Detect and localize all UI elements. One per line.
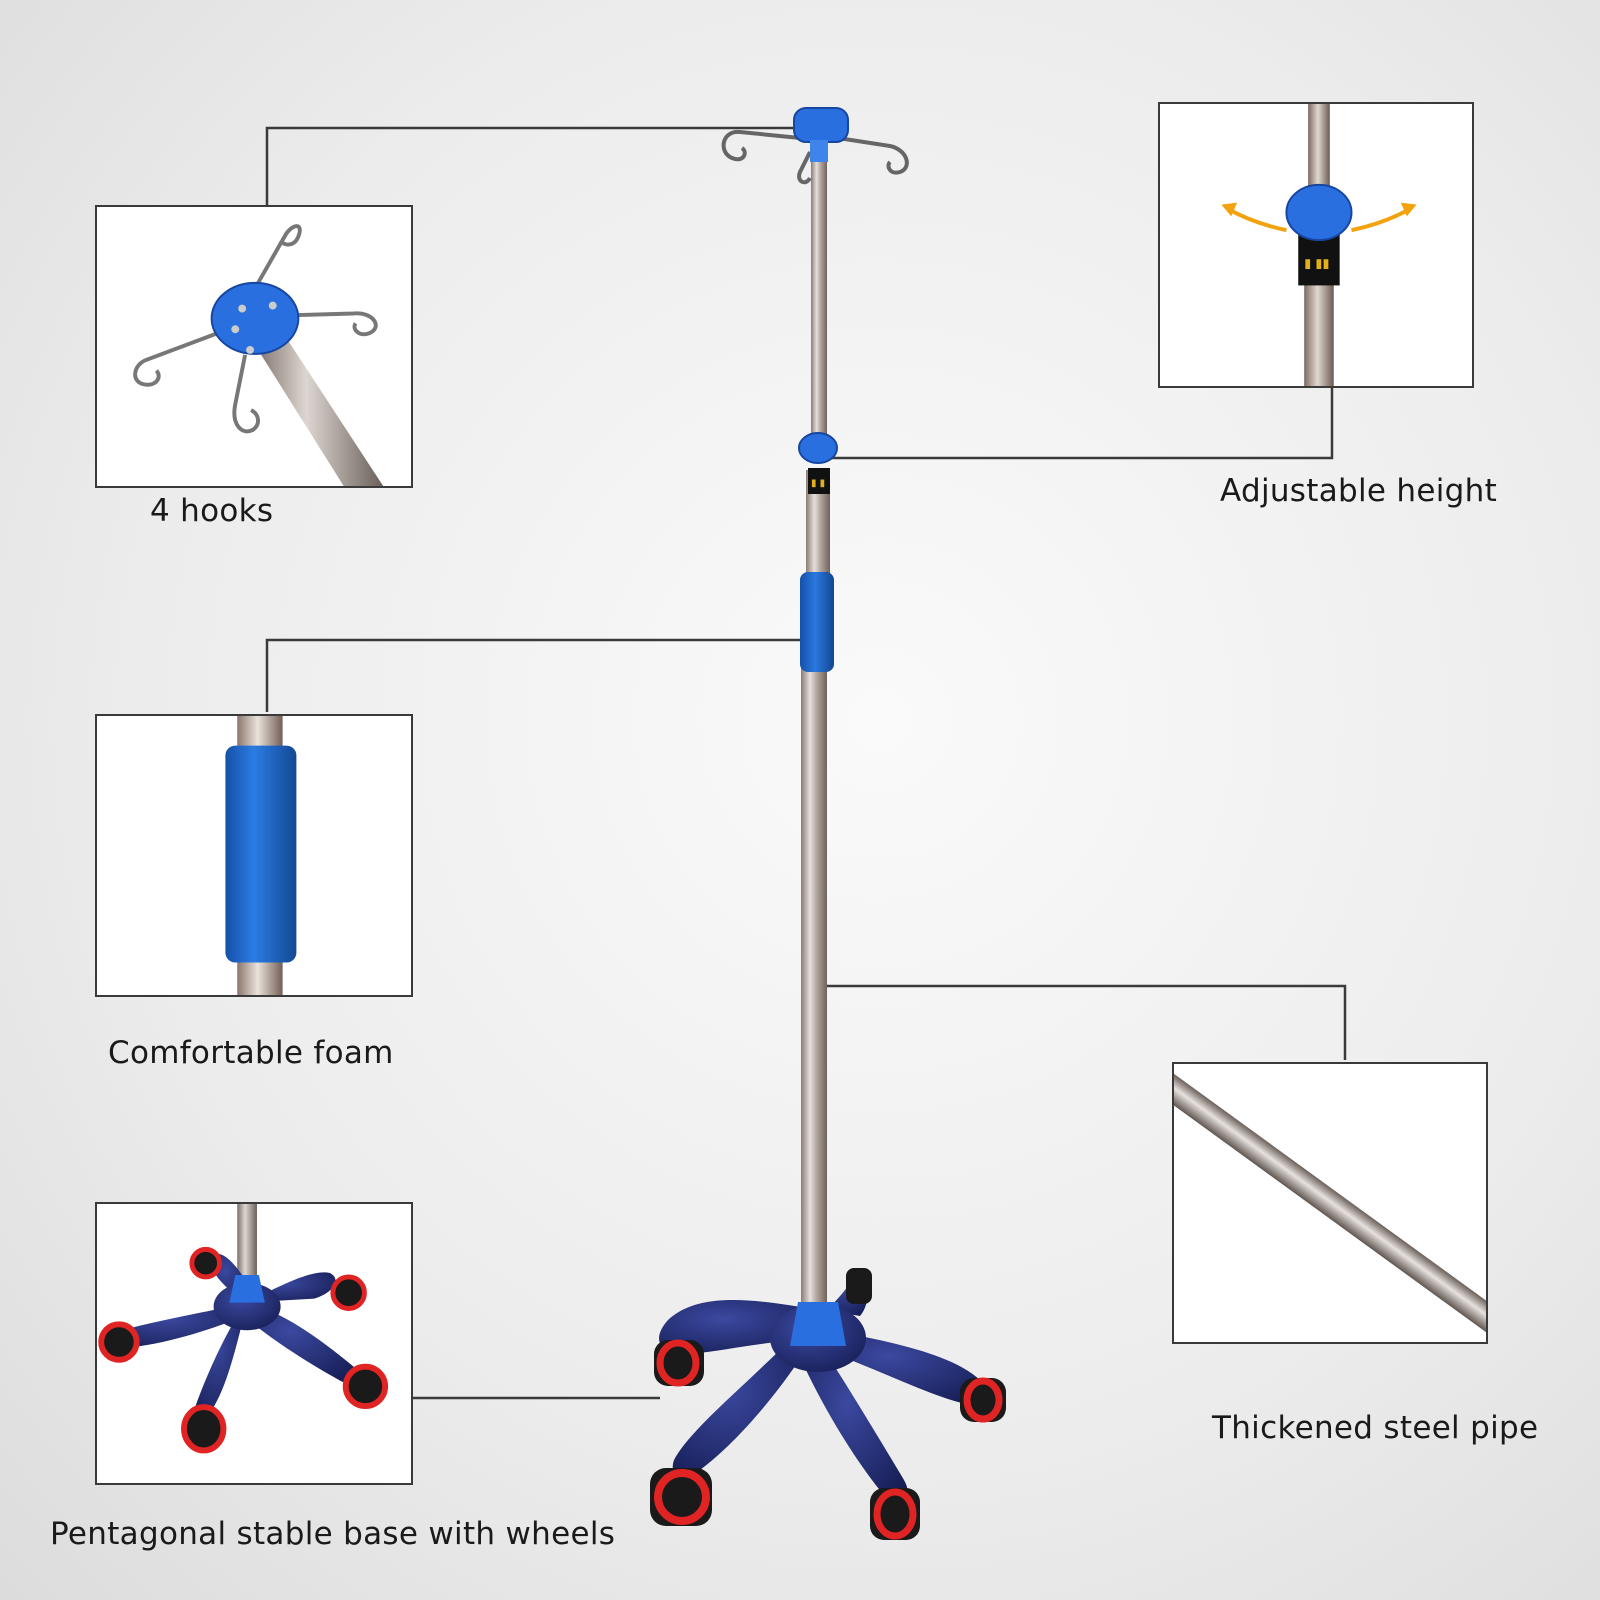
height-adjust-knob	[798, 432, 838, 464]
height-caption: Adjustable height	[1220, 473, 1498, 509]
wheel-back-left	[654, 1339, 704, 1387]
base-detail-panel	[95, 1202, 413, 1485]
foam-grip	[800, 572, 834, 672]
hooks-closeup-image	[133, 224, 384, 486]
hook-hub	[793, 107, 849, 143]
foam-caption: Comfortable foam	[108, 1035, 394, 1071]
upper-tube	[811, 150, 827, 450]
hooks-leader-line	[265, 126, 795, 205]
pipe-closeup-image	[1174, 1064, 1486, 1342]
rotation-arrow-left	[1226, 206, 1287, 233]
hook-front	[797, 151, 812, 185]
svg-text:▮ ▮: ▮ ▮	[811, 478, 825, 489]
base-wheels-closeup	[98, 1246, 389, 1454]
hook-left	[721, 129, 801, 162]
svg-text:▮ ▮▮: ▮ ▮▮	[1304, 257, 1329, 272]
foam-closeup-image	[225, 716, 297, 995]
pipe-caption: Thickened steel pipe	[1212, 1410, 1539, 1446]
foam-leader-line	[265, 638, 805, 712]
base-caption: Pentagonal stable base with wheels	[50, 1516, 616, 1552]
hub-neck	[810, 140, 828, 162]
base-wheels	[650, 1268, 1006, 1540]
lower-tube	[801, 660, 827, 1310]
hooks-caption: 4 hooks	[150, 493, 274, 529]
height-knob-collar	[808, 468, 830, 494]
base-hub-closeup	[229, 1274, 265, 1303]
hooks-detail-panel	[95, 205, 413, 488]
wheel-back-right	[846, 1268, 872, 1304]
steel-pipe-closeup	[1174, 1064, 1486, 1342]
pentagonal-base	[659, 1269, 988, 1504]
wheel-right	[960, 1377, 1006, 1423]
pipe-detail-panel	[1172, 1062, 1488, 1344]
pipe-leader-line	[820, 984, 1347, 1060]
wheel-front	[870, 1488, 920, 1540]
base-closeup-image	[98, 1204, 389, 1454]
foam-sleeve-closeup	[225, 745, 297, 963]
wheel-front-left	[650, 1468, 712, 1526]
hook-right	[837, 136, 909, 175]
rotation-arrow-right	[1351, 206, 1412, 233]
knob-closeup	[1285, 183, 1353, 242]
foam-detail-panel	[95, 714, 413, 997]
height-leader-line	[815, 388, 1334, 460]
hook-hub-closeup	[210, 281, 300, 355]
height-detail-panel: ▮ ▮▮	[1158, 102, 1474, 388]
knob-collar-closeup	[1298, 234, 1340, 286]
height-knob-closeup-image: ▮ ▮▮	[1221, 104, 1417, 386]
base-hub-cone	[790, 1302, 846, 1346]
